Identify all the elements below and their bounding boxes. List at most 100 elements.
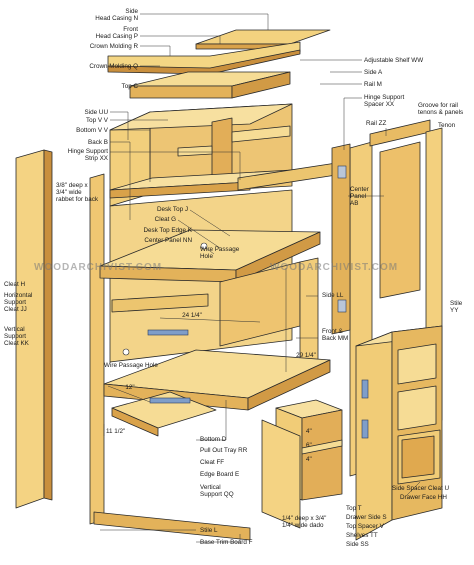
label-front-back-mm: Front &Back MM: [322, 328, 349, 342]
leader-wire-hole-1: [205, 247, 215, 255]
leader-side-head-casing: [140, 13, 269, 30]
slide-rail-3: [361, 379, 369, 399]
dim-line-12: [107, 385, 151, 403]
watermark-left: WOODARCHIVIST.COM: [34, 262, 163, 273]
label-dim-29: 29 1/4": [296, 352, 316, 359]
label-side-ll: Side LL: [322, 292, 344, 299]
upper-bottom-edge: [109, 181, 251, 199]
top-c-edge: [129, 85, 233, 99]
head-casing-n: [195, 29, 331, 45]
pull-out-tray-front: [111, 407, 159, 437]
label-tenon: Tenon: [438, 122, 456, 129]
label-top-spacer-v: Top Spacer V: [346, 523, 384, 530]
stile-left: [89, 173, 105, 525]
leader-base-trim: [196, 534, 241, 543]
label-bottom-vv: Bottom V V: [76, 127, 108, 134]
label-cleat-h: Cleat H: [4, 281, 25, 288]
base-trim-board-f: [93, 511, 251, 541]
hinge-lower: [337, 299, 347, 313]
shelf-unit-side: [301, 409, 343, 501]
label-pull-out-tray-rr: Pull Out Tray RR: [200, 447, 248, 454]
wire-passage-hole-2-mark: [122, 348, 130, 356]
label-dim-12: 12": [125, 384, 135, 391]
label-edge-board-e: Edge Board E: [200, 471, 240, 478]
label-side-uu: Side UU: [84, 109, 108, 116]
leader-cleat-g: [177, 219, 221, 249]
label-cleat-ff: Cleat FF: [200, 459, 225, 466]
label-cleat-g: Cleat G: [154, 216, 176, 223]
label-side-ss: Side SS: [346, 541, 369, 548]
label-stile-l: Stile L: [200, 527, 218, 534]
bottom-d-side: [247, 359, 331, 411]
drawer-middle: [397, 385, 437, 431]
leader-drawer-face: [405, 481, 421, 497]
label-dim-4-a: 4": [306, 428, 312, 435]
center-panel-ab: [379, 141, 421, 299]
upper-divider: [211, 117, 233, 183]
leader-front-head-casing: [140, 35, 221, 44]
label-base-trim-board-f: Base Trim Board F: [200, 539, 253, 546]
label-crown-molding-q: Crown Molding Q: [89, 63, 138, 70]
leader-crown-r: [140, 45, 171, 56]
label-dim-4-b: 4": [306, 456, 312, 463]
label-crown-molding-r: Crown Molding R: [89, 43, 138, 50]
drawer-upper: [397, 343, 437, 385]
top-c-side: [231, 71, 291, 99]
label-rail-zz: Rail ZZ: [366, 120, 387, 127]
leader-back-b: [110, 141, 131, 220]
adjustable-shelf-ww: [231, 125, 291, 143]
horizontal-support-cleat-jj: [111, 293, 209, 313]
slide-rail-4: [361, 419, 369, 439]
hinge-upper: [337, 165, 347, 179]
label-top-c: Top C: [121, 83, 138, 90]
leader-side-uu: [110, 111, 129, 140]
label-shelves-tt: Shelves TT: [346, 532, 378, 539]
slide-rail-1: [147, 329, 189, 336]
label-drawer-face-hh: Drawer Face HH: [400, 494, 447, 501]
crown-molding-r-shade: [107, 49, 301, 75]
label-desk-top-j: Desk Top J: [156, 206, 188, 213]
label-side-a: Side A: [364, 69, 383, 76]
label-center-panel-nn: Center Panel NN: [144, 237, 192, 244]
wire-passage-hole-1-mark: [200, 242, 208, 250]
drawer-box: [401, 435, 435, 479]
label-top-t: Top T: [346, 505, 362, 512]
side-panel-front: [261, 419, 301, 529]
leader-bottom-vv: [110, 129, 151, 182]
shelves-tt: [301, 439, 343, 455]
label-adjustable-shelf-ww: Adjustable Shelf WW: [364, 57, 424, 64]
label-dim-11: 11 1/2": [106, 428, 126, 435]
leader-hinge-spacer: [343, 97, 362, 150]
side-a-left-edge: [43, 149, 53, 501]
label-dado: 1/4" deep x 3/4"1/4" wide dado: [282, 515, 327, 529]
leader-hinge-strip: [110, 151, 241, 180]
label-dim-24: 24 1/4": [182, 312, 202, 319]
label-bottom-d: Bottom D: [200, 436, 227, 443]
dim-line-24: [159, 317, 261, 323]
label-desk-top-edge-k: Desk Top Edge K: [143, 227, 192, 234]
label-top-vv: Top V V: [85, 117, 108, 124]
label-dim-6: 6": [306, 442, 312, 449]
label-side-spacer-cleat-u: Side Spacer Cleat U: [392, 485, 450, 492]
watermark-right: WOODARCHIVIST.COM: [270, 262, 399, 273]
cubby-shelf: [177, 145, 213, 157]
label-drawer-side-s: Drawer Side S: [346, 514, 387, 521]
label-rail-m: Rail M: [364, 81, 382, 88]
leader-desk-top-j: [189, 209, 231, 237]
upper-top-vv: [109, 103, 293, 131]
slide-rail-2: [149, 397, 191, 404]
